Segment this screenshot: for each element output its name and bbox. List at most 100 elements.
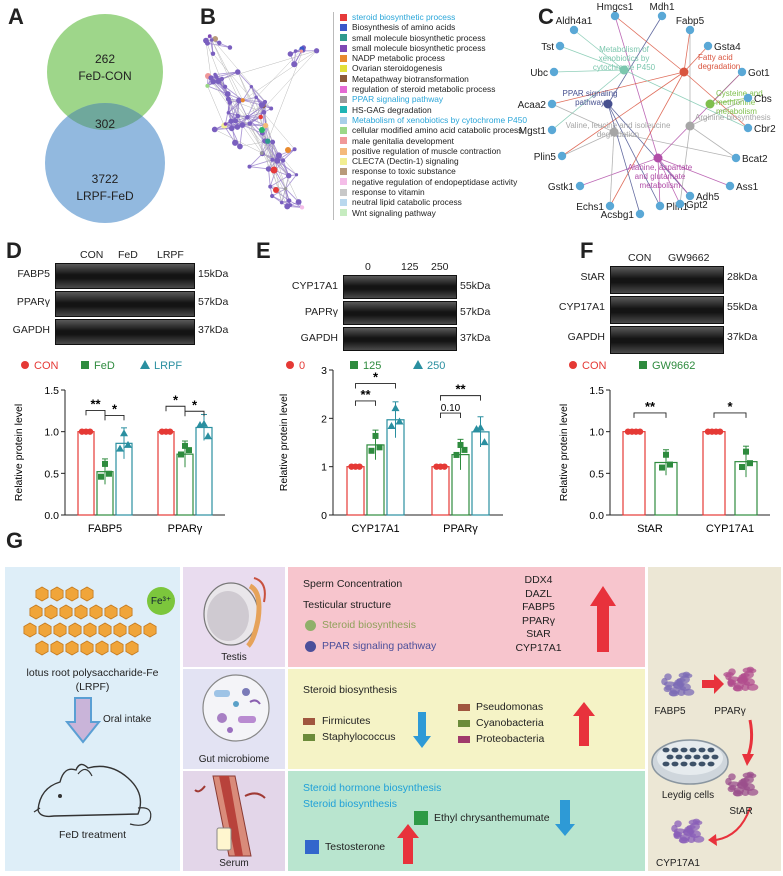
testis-bullet-2: PPAR signaling pathway <box>322 640 437 652</box>
star-protein-icon <box>743 783 755 791</box>
legend-text: NADP metabolic process <box>352 53 445 64</box>
legend-item: small molecule biosynthetic process <box>340 43 527 53</box>
pparg-protein-icon <box>723 671 734 678</box>
lrpf-caption: lotus root polysaccharide-Fe (LRPF) <box>26 667 159 693</box>
legend-item: Ovarian steroidogenesis <box>340 63 527 73</box>
significance-label: 0.10 <box>441 403 461 414</box>
pathway-node <box>705 99 715 109</box>
legend-text: HS-GAG degradation <box>352 104 432 115</box>
blot-band <box>610 266 724 294</box>
blot-kda-label: 37kDa <box>460 332 491 344</box>
network-node <box>211 126 218 133</box>
legend-text: male genitalia development <box>352 135 454 146</box>
network-edge <box>213 50 317 82</box>
network-node <box>262 99 268 105</box>
cyanobacteria-swatch <box>458 720 470 727</box>
blot-kda-label: 55kDa <box>727 301 758 313</box>
hexagon-unit <box>113 622 127 638</box>
pathway-node <box>653 153 663 163</box>
hexagon-unit <box>35 586 49 602</box>
legend-text: response to vitamin <box>352 187 425 198</box>
gene-label: Acaa2 <box>518 100 547 111</box>
fed-treatment-label: FeD treatment <box>58 829 127 841</box>
legend-divider <box>333 12 334 220</box>
legend-swatch <box>340 23 347 31</box>
legend-marker <box>569 361 577 369</box>
hexagon-unit <box>143 622 157 638</box>
data-point <box>387 421 396 429</box>
legend-text: Wnt signaling pathway <box>352 207 436 218</box>
blot-band-name: PAPRγ <box>304 306 338 318</box>
legend-text: cellular modified amino acid catabolic p… <box>352 125 523 136</box>
serum-blood-vessel-icon <box>194 775 266 857</box>
legend-item: negative regulation of endopeptidase act… <box>340 177 527 187</box>
network-node <box>237 143 243 150</box>
data-point <box>480 438 489 446</box>
data-point <box>663 451 669 458</box>
y-tick-label: 0 <box>321 510 327 522</box>
blot-band <box>55 263 195 289</box>
network-node <box>279 200 284 205</box>
network-node <box>223 122 228 126</box>
significance-label: * <box>173 392 179 407</box>
y-axis-label: Relative protein level <box>278 394 290 491</box>
significance-label: ** <box>90 396 101 411</box>
legend-swatch <box>340 54 347 62</box>
data-point <box>124 440 132 448</box>
panel-label-g: G <box>6 528 24 553</box>
network-node <box>273 187 279 193</box>
testis-bullet-1: Steroid biosynthesis <box>322 619 416 631</box>
network-edge <box>561 71 685 157</box>
network-node <box>239 122 246 128</box>
network-node <box>294 173 299 177</box>
y-axis-label: Relative protein level <box>13 404 25 501</box>
gene-label: Plin1 <box>666 202 689 213</box>
network-edge <box>285 174 297 190</box>
network-edge <box>683 45 709 73</box>
network-edge <box>623 69 749 129</box>
legend-marker <box>21 361 29 369</box>
significance-bracket <box>355 400 376 406</box>
legend-item: small molecule biosynthetic process <box>340 33 527 43</box>
legend-item: PPAR signaling pathway <box>340 94 527 104</box>
g-right-box <box>648 567 781 871</box>
blot-band <box>610 296 724 324</box>
blot-lane-label: 0 <box>365 261 371 273</box>
gene-label: Echs1 <box>576 202 604 213</box>
gene-node <box>635 209 645 219</box>
gene-node <box>547 99 557 109</box>
legend-text: CON <box>582 360 607 372</box>
venn-diagram <box>45 14 165 223</box>
legend-text: positive regulation of muscle contractio… <box>352 145 501 156</box>
legend-swatch <box>340 34 347 42</box>
gene-label: Plin5 <box>534 152 557 163</box>
gene-label: Ass1 <box>736 182 759 193</box>
network-node <box>287 51 294 57</box>
network-node <box>222 84 228 89</box>
network-node <box>258 102 265 109</box>
network-edge <box>269 175 289 188</box>
gene-label: Mdh1 <box>649 2 674 13</box>
pparg-protein-icon <box>727 679 735 686</box>
network-edge <box>211 39 244 101</box>
bar <box>157 431 175 516</box>
serum-down-item: Ethyl chrysanthemumate <box>434 812 550 824</box>
pparg-protein-icon <box>743 670 754 679</box>
legend-text: negative regulation of endopeptidase act… <box>352 176 518 187</box>
significance-label: ** <box>645 399 656 414</box>
network-node <box>245 114 250 120</box>
network-node <box>270 166 278 174</box>
network-node <box>295 199 302 205</box>
legend-text: Biosynthesis of amino acids <box>352 22 456 33</box>
network-node <box>208 75 214 81</box>
legend-item: Metapathway biotransformation <box>340 74 527 84</box>
network-edge <box>573 29 625 71</box>
x-tick-label: FABP5 <box>88 523 122 535</box>
significance-label: * <box>727 399 733 414</box>
y-tick-label: 1.0 <box>44 427 59 439</box>
data-point <box>120 429 128 437</box>
network-node <box>234 124 241 130</box>
data-point <box>716 428 724 435</box>
